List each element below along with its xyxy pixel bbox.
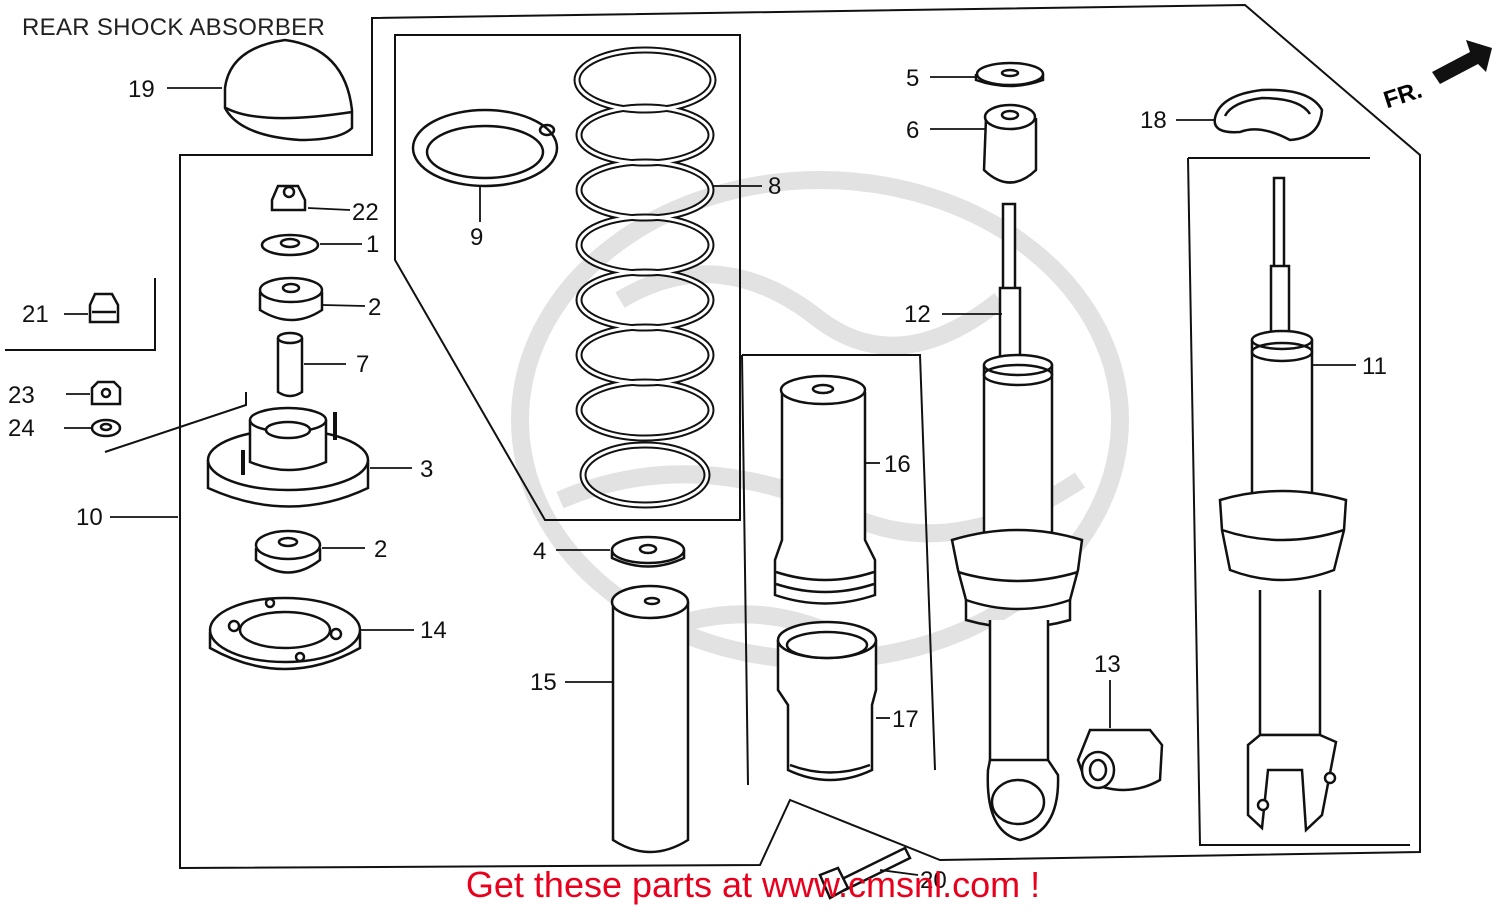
- callout-12: 12: [904, 301, 931, 328]
- callout-19: 19: [128, 76, 155, 103]
- part-22-nut[interactable]: [270, 184, 307, 212]
- assembly-outline: [179, 3, 1421, 870]
- nut-group-outline: [5, 278, 247, 453]
- spring-group-outline: [394, 34, 741, 521]
- spring-highlight: [575, 48, 715, 507]
- callout-13: 13: [1094, 651, 1121, 678]
- boot-group-outline: [741, 354, 936, 786]
- part-17-boot-lower[interactable]: [776, 620, 878, 782]
- callout-15: 15: [530, 669, 557, 696]
- callout-20: 20: [920, 867, 947, 894]
- part-2-bushing-upper[interactable]: [258, 276, 324, 322]
- callout-18: 18: [1140, 107, 1167, 134]
- part-24-washer[interactable]: [90, 418, 122, 438]
- callout-14: 14: [420, 617, 447, 644]
- part-18-spring-seat[interactable]: [1213, 88, 1324, 142]
- callout-22: 22: [352, 199, 379, 226]
- callout-17: 17: [892, 706, 919, 733]
- callout-labels: 19 22 1 2 7 3 2 14 10 21 23 24 9 8 4 15 …: [8, 65, 1387, 894]
- part-2-bushing-lower[interactable]: [254, 529, 322, 574]
- part-1-washer[interactable]: [260, 233, 320, 257]
- callout-5: 5: [906, 65, 919, 92]
- promo-banner[interactable]: Get these parts at www.cmsnl.com !: [0, 864, 1500, 906]
- part-5-washer[interactable]: [974, 61, 1045, 88]
- callout-8: 8: [768, 173, 781, 200]
- page-title: REAR SHOCK ABSORBER: [22, 14, 326, 41]
- part-23-nut[interactable]: [90, 380, 122, 406]
- callout-3: 3: [420, 456, 433, 483]
- part-4-washer[interactable]: [610, 535, 686, 568]
- part-7-collar[interactable]: [276, 331, 304, 398]
- front-direction-arrow: FR.: [1380, 40, 1492, 114]
- part-21-nut[interactable]: [88, 292, 120, 324]
- part-14-plate[interactable]: [208, 596, 362, 671]
- damper-group-outline: [1187, 157, 1410, 846]
- part-3-mount-base[interactable]: [206, 406, 370, 508]
- callout-1: 1: [366, 231, 379, 258]
- callout-21: 21: [22, 301, 49, 328]
- front-direction-label: FR.: [1380, 77, 1425, 115]
- callout-23: 23: [8, 382, 35, 409]
- callout-7: 7: [356, 351, 369, 378]
- part-9-spring-seat[interactable]: [411, 108, 559, 188]
- callout-24: 24: [8, 415, 35, 442]
- callout-2-upper: 2: [368, 294, 381, 321]
- promo-text[interactable]: Get these parts at www.cmsnl.com !: [465, 864, 1041, 905]
- callout-4: 4: [533, 538, 546, 565]
- callout-10: 10: [76, 504, 103, 531]
- part-15-tube[interactable]: [610, 584, 690, 854]
- callout-11: 11: [1362, 353, 1387, 380]
- leader-lines: [64, 76, 1356, 876]
- part-19-cap[interactable]: [223, 38, 354, 142]
- part-12-shock-absorber[interactable]: [950, 202, 1084, 842]
- part-16-dust-boot[interactable]: [773, 374, 877, 605]
- part-11-shock-assembly[interactable]: [1218, 176, 1348, 833]
- part-6-bump-stop[interactable]: [982, 103, 1038, 184]
- callout-16: 16: [884, 451, 911, 478]
- callout-6: 6: [906, 117, 919, 144]
- part-20-bolt[interactable]: [818, 846, 912, 900]
- part-13-bushing[interactable]: [1076, 728, 1164, 792]
- callout-9: 9: [470, 224, 483, 251]
- callout-2-lower: 2: [374, 536, 387, 563]
